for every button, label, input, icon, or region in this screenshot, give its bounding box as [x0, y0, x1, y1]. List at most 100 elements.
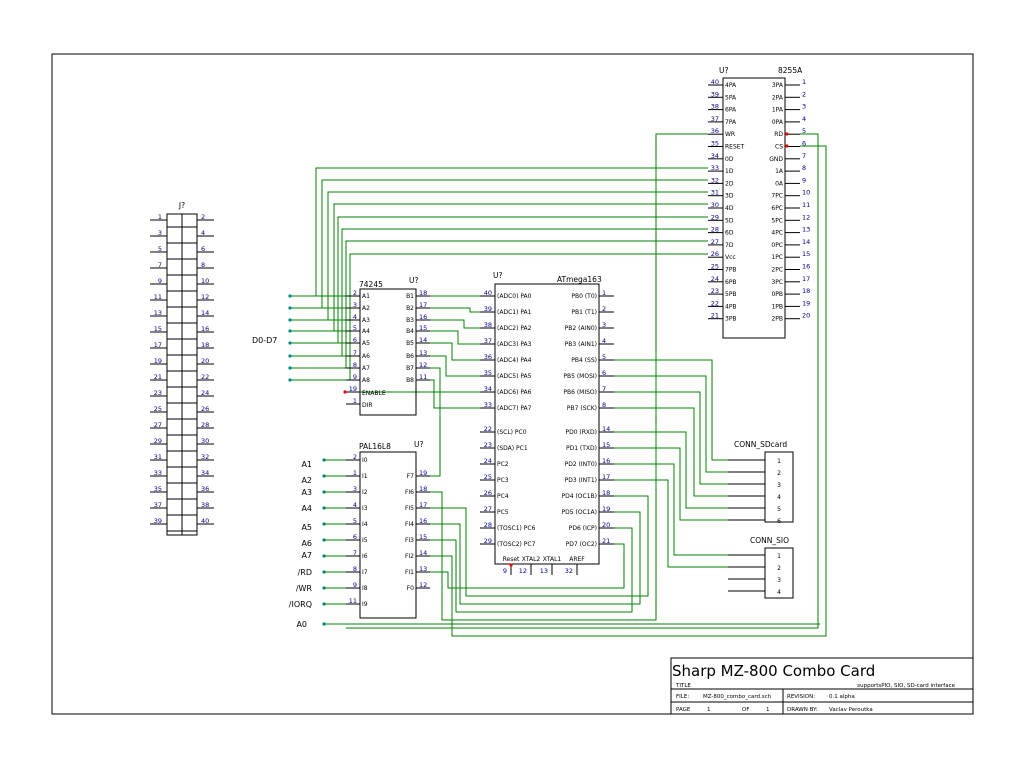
- title-label: TITLE: [675, 683, 691, 689]
- pal-pin-number: 12: [419, 581, 427, 589]
- j-pin-number: 30: [201, 437, 209, 445]
- u-8255-pin-label: 1D: [725, 168, 734, 175]
- conn-sdcard-pin-number: 5: [777, 506, 781, 513]
- atmega-pin-label: (ADC7) PA7: [497, 405, 532, 412]
- atmega-pin-label: PB2 (AIN0): [565, 325, 597, 332]
- inverted-pin-marker: [509, 563, 513, 567]
- terminal-dot: [288, 354, 292, 358]
- j-pin-number: 18: [201, 341, 209, 349]
- wire: [321, 179, 708, 308]
- conn-sdcard-pin-number: 4: [777, 494, 781, 501]
- j-pin-number: 37: [154, 501, 162, 509]
- atmega-pin-label: PB6 (MISO): [563, 389, 597, 396]
- pal-pin-number: 16: [419, 517, 427, 525]
- u-8255-pin-number: 16: [802, 263, 810, 271]
- u-8255-pin-label: 0PC: [771, 242, 783, 249]
- pal-pin-label: FI2: [405, 553, 414, 560]
- atmega-pin-label: XTAL1: [543, 556, 562, 563]
- pal-pin-label: I5: [362, 537, 368, 544]
- pal-pin-number: 6: [353, 533, 357, 541]
- atmega-pin-number: 3: [602, 321, 606, 329]
- atmega-pin-label: (ADC0) PA0: [497, 293, 532, 300]
- pal-input-signal-label: A6: [301, 539, 312, 548]
- u-8255-pin-label: 2PA: [772, 94, 784, 101]
- u-8255-pin-number: 25: [711, 263, 719, 271]
- u-8255-pin-label: RESET: [725, 144, 745, 151]
- u-74245-pin-label: A2: [362, 305, 370, 312]
- wire: [346, 391, 441, 477]
- u-8255-pin-number: 40: [711, 78, 719, 86]
- page-value: 1: [707, 707, 711, 713]
- wire: [430, 330, 480, 345]
- pal-pin-label: I7: [362, 569, 368, 576]
- wire: [430, 367, 480, 393]
- u-8255-pin-number: 20: [802, 312, 810, 320]
- u-74245-pin-number: 19: [349, 385, 357, 393]
- atmega-pin-number: 35: [484, 369, 492, 377]
- wire: [430, 342, 480, 361]
- u-8255-pin-number: 38: [711, 103, 719, 111]
- atmega-pin-label: PD1 (TXD): [566, 445, 597, 452]
- pal-input-signal-label: A5: [301, 523, 312, 532]
- page-label: PAGE: [676, 707, 691, 713]
- pal-input-signal-label: /RD: [298, 568, 312, 577]
- u-8255-pin-label: RD: [774, 131, 783, 138]
- of-value: 1: [766, 707, 770, 713]
- atmega-pin-number: 9: [503, 567, 507, 575]
- j-pin-number: 3: [158, 229, 162, 237]
- wire: [430, 495, 649, 597]
- atmega-pin-label: (SCL) PC0: [497, 429, 527, 436]
- wire: [345, 240, 708, 368]
- u-74245-pin-label: A7: [362, 365, 370, 372]
- u-8255-pin-label: 6PC: [771, 205, 783, 212]
- u-8255-pin-label: 4PA: [725, 82, 737, 89]
- u-8255-ref-label: U?: [719, 66, 728, 75]
- atmega-pin-label: PD5 (OC1A): [562, 509, 597, 516]
- atmega-pin-label: PC3: [497, 477, 509, 484]
- u-8255-pin-label: 5PA: [725, 94, 737, 101]
- wire: [430, 511, 641, 605]
- pal-pin-label: F0: [407, 585, 414, 592]
- wire: [614, 447, 728, 521]
- u-8255-pin-number: 11: [802, 201, 810, 209]
- u-74245-pin-number: 2: [353, 289, 357, 297]
- u-74245-pin-number: 5: [353, 324, 357, 332]
- atmega-pin-number: 22: [484, 425, 492, 433]
- u-8255-pin-label: 2PB: [771, 316, 783, 323]
- atmega-pin-number: 13: [540, 567, 548, 575]
- atmega-pin-label: PB3 (AIN1): [565, 341, 597, 348]
- terminal-dot: [288, 341, 292, 345]
- pal-pin-label: I4: [362, 521, 368, 528]
- u-74245-pin-label: DIR: [362, 402, 373, 409]
- conn-sdcard-pin-number: 2: [777, 470, 781, 477]
- j-pin-number: 4: [201, 229, 205, 237]
- pal-pin-label: I0: [362, 457, 368, 464]
- atmega-pin-label: (ADC1) PA1: [497, 309, 532, 316]
- u-8255-pin-label: 4PB: [725, 303, 737, 310]
- atmega-pin-number: 16: [602, 457, 610, 465]
- u-8255-pin-label: 5PB: [725, 291, 737, 298]
- atmega-pin-number: 37: [484, 337, 492, 345]
- atmega-pin-number: 24: [484, 457, 492, 465]
- wire: [327, 191, 708, 320]
- wire: [337, 216, 708, 343]
- pal-pin-number: 8: [353, 565, 357, 573]
- conn-sdcard-body: [764, 451, 794, 523]
- j-pin-number: 38: [201, 501, 209, 509]
- u-8255-pin-number: 15: [802, 250, 810, 258]
- u-74245-ref-label: U?: [409, 276, 418, 285]
- u-8255-pin-label: 3D: [725, 193, 734, 200]
- pal-input-signal-label: A1: [301, 460, 312, 469]
- atmega-pin-label: (ADC5) PA5: [497, 373, 532, 380]
- wire: [349, 253, 708, 380]
- atmega-pin-label: PD4 (OC1B): [562, 493, 598, 500]
- atmega-pin-label: (ADC6) PA6: [497, 389, 532, 396]
- wire: [614, 463, 728, 556]
- u-74245-pin-label: A3: [362, 317, 370, 324]
- atmega-pin-label: PC5: [497, 509, 509, 516]
- j-pin-number: 5: [158, 245, 162, 253]
- u-8255-pin-number: 2: [802, 90, 806, 98]
- atmega-pin-number: 19: [602, 505, 610, 513]
- conn-sdcard-title: CONN_SDcard: [734, 440, 787, 449]
- pal-pin-number: 18: [419, 485, 427, 493]
